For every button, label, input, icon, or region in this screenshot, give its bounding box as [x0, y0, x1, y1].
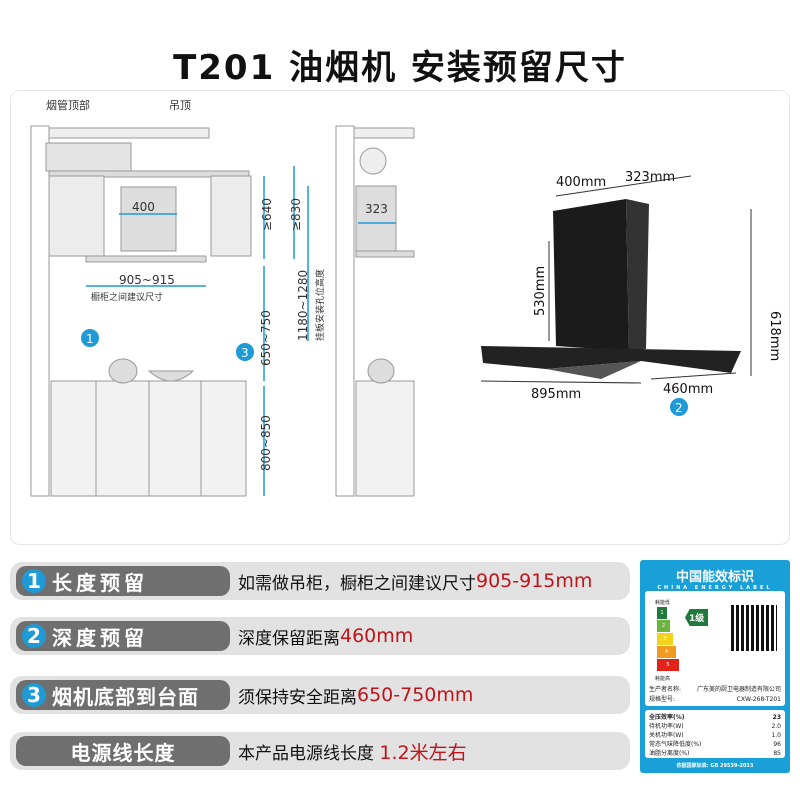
- grade-bar-4: 4: [657, 646, 676, 658]
- wall-right: [335, 125, 355, 497]
- height-640: ≥640: [260, 198, 274, 231]
- hood-body: [85, 255, 207, 263]
- low-text: 耗能低: [655, 600, 671, 606]
- dim-323: 323mm: [625, 170, 675, 185]
- dim-895: 895mm: [531, 387, 581, 402]
- grade-bar-3: 3: [657, 633, 673, 645]
- markers: 1 3 2: [81, 329, 688, 416]
- number-badge: 2: [22, 624, 46, 648]
- cabinet-left: [48, 175, 105, 257]
- dim-400: 400mm: [556, 175, 606, 190]
- row-label: 电源线长度: [70, 740, 176, 765]
- spec-row: 待机功率(W)2.0: [649, 723, 781, 730]
- row-text: 本产品电源线长度: [238, 743, 380, 764]
- grade-badge: 1级: [685, 609, 709, 626]
- label-ceiling: 吊顶: [169, 99, 191, 112]
- qr-code: [731, 605, 777, 651]
- dim-530: 530mm: [533, 266, 548, 316]
- row-value: 1.2米左右: [379, 741, 467, 764]
- dim-618: 618mm: [767, 311, 782, 361]
- row-text: 深度保留距离: [238, 628, 340, 649]
- energy-standard: 依据国家标准: GB 29539-2013: [676, 763, 754, 769]
- height-1180-1280: 1180~1280: [296, 270, 310, 341]
- hood-product: [481, 199, 741, 379]
- marker-3: 3: [241, 346, 249, 360]
- cabinet-gap-caption: 橱柜之间建议尺寸: [91, 291, 163, 303]
- width-400: 400: [132, 200, 155, 214]
- dim-460: 460mm: [663, 382, 713, 397]
- cabinet-right: [210, 175, 252, 257]
- row-cord: 电源线长度 本产品电源线长度 1.2米左右: [10, 732, 630, 770]
- spec-row: 全压效率(%)23: [649, 714, 781, 721]
- cabinet-gap: 905~915: [119, 273, 175, 287]
- grade-bar-1: 1: [657, 607, 667, 619]
- spec-row: 油脂分离度(%)85: [649, 750, 781, 757]
- page-title: T201 油烟机 安装预留尺寸: [173, 48, 627, 88]
- diagram-panel: 烟管顶部 吊顶 400 905~915 橱柜之间建议尺寸 323 ≥640 ≥8…: [10, 90, 790, 545]
- number-badge: 1: [22, 569, 46, 593]
- depth-323: 323: [365, 202, 388, 216]
- manufacturer: 广东美的厨卫电器制造有限公司: [696, 686, 781, 693]
- high-text: 耗能高: [655, 676, 671, 682]
- row-value: 905-915mm: [476, 570, 593, 592]
- height-650-750: 650~750: [259, 310, 273, 366]
- energy-subtitle: CHINA ENERGY LABEL: [657, 585, 773, 591]
- grade-bar-5: 5: [657, 659, 679, 671]
- duct: [45, 142, 132, 172]
- spec-row: 关机功率(W)1.0: [649, 732, 781, 739]
- row-label: 长度预留: [52, 570, 148, 595]
- row-label: 烟机底部到台面: [52, 684, 199, 709]
- height-range-caption: 挂板安装孔位高度: [314, 269, 326, 341]
- label-duct-top: 烟管顶部: [46, 98, 90, 112]
- number-badge: 3: [22, 683, 46, 707]
- grade-bar-2: 2: [657, 620, 670, 632]
- spec-row: 常态气味降低度(%)96: [649, 741, 781, 748]
- height-830: ≥830: [289, 198, 303, 231]
- height-800-850: 800~850: [259, 415, 273, 471]
- row-text: 如需做吊柜，橱柜之间建议尺寸: [238, 573, 476, 594]
- row-value: 650-750mm: [357, 684, 474, 706]
- hood-chimney: [120, 186, 177, 252]
- manufacturer-label: 生产者名称:: [649, 686, 682, 693]
- marker-2: 2: [675, 401, 683, 415]
- installation-diagram: 烟管顶部 吊顶 400 905~915 橱柜之间建议尺寸 323 ≥640 ≥8…: [30, 98, 782, 497]
- marker-1: 1: [86, 332, 94, 346]
- model-label: 规格型号:: [649, 696, 676, 703]
- energy-title: 中国能效标识: [675, 570, 754, 585]
- wall-left: [30, 125, 50, 497]
- row-value: 460mm: [340, 625, 414, 647]
- row-label: 深度预留: [52, 625, 148, 650]
- row-text: 须保持安全距离: [238, 687, 357, 708]
- model: CXW-268-T201: [736, 696, 781, 703]
